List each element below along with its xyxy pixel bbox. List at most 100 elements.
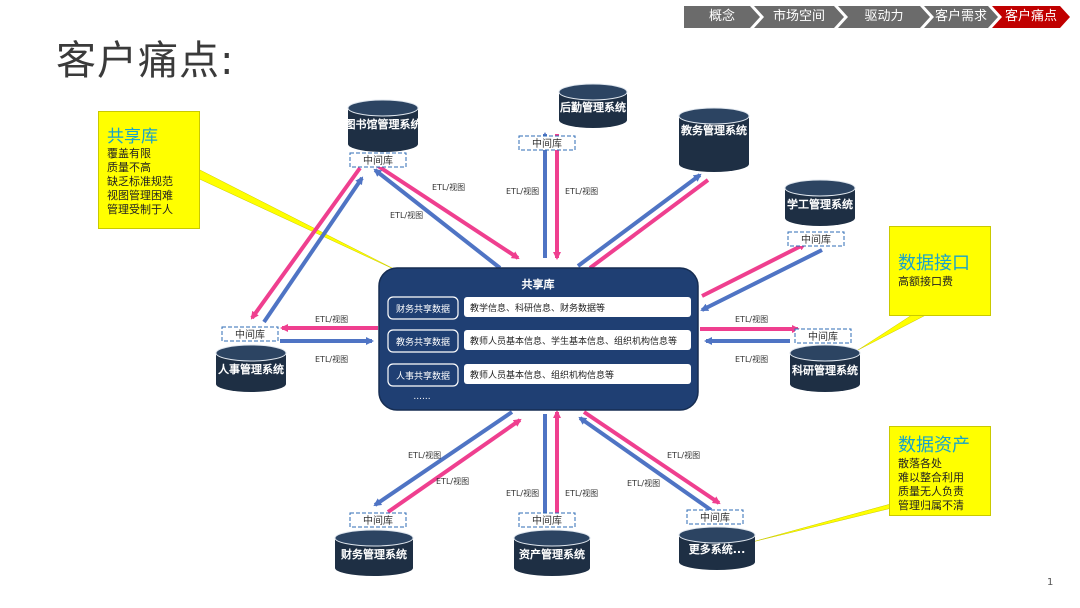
arrow-hr-to-library: [262, 176, 364, 324]
db-more-label: 更多系统...: [689, 542, 746, 556]
db-academic-label: 教务管理系统: [680, 123, 747, 137]
etl-label: ETL/视图: [506, 488, 539, 498]
middle-db-label: 中间库: [532, 137, 562, 150]
hub-row-finance-text: 教学信息、科研信息、财务数据等: [470, 302, 605, 314]
hub-row-hr-text: 教师人员基本信息、组织机构信息等: [470, 369, 614, 381]
middle-db-more: 中间库: [686, 509, 744, 525]
page-number: 1: [1047, 577, 1054, 588]
etl-label: ETL/视图: [506, 186, 539, 196]
arrow-finance-to-hub: [386, 418, 522, 514]
db-student-label: 学工管理系统: [787, 197, 853, 211]
middle-db-hr: 中间库: [221, 326, 279, 342]
db-more[interactable]: 更多系统...: [678, 526, 756, 570]
db-academic[interactable]: 教务管理系统: [678, 107, 750, 172]
middle-db-library: 中间库: [349, 152, 407, 168]
middle-db-label: 中间库: [532, 514, 562, 527]
middle-db-student: 中间库: [787, 231, 845, 247]
etl-label: ETL/视图: [432, 182, 465, 192]
middle-db-research: 中间库: [794, 328, 852, 344]
callout-data-assets: 数据资产 散落各处 难以整合利用 质量无人负责 管理归属不清: [889, 426, 991, 516]
middle-db-assets: 中间库: [518, 512, 576, 528]
db-logistics-label: 后勤管理系统: [560, 100, 626, 114]
hub-tag-academic: [387, 329, 459, 353]
callout-assets-line: 难以整合利用: [898, 471, 964, 484]
etl-label: ETL/视图: [408, 450, 441, 460]
arrow-library-to-hr: [250, 166, 362, 320]
breadcrumb-item-needs[interactable]: 客户需求: [924, 6, 998, 28]
arrow-hub-to-finance: [373, 410, 514, 507]
hub-title: 共享库: [522, 277, 555, 291]
etl-label: ETL/视图: [667, 450, 700, 460]
breadcrumb-item-concept[interactable]: 概念: [684, 6, 760, 28]
breadcrumb-item-driver[interactable]: 驱动力: [838, 6, 930, 28]
hub-row-academic-text: 教师人员基本信息、学生基本信息、组织机构信息等: [470, 335, 677, 347]
hub-row-hr: [464, 364, 691, 384]
db-hr-label: 人事管理系统: [218, 362, 284, 376]
middle-db-label: 中间库: [801, 233, 831, 246]
callout-assets-line: 质量无人负责: [898, 485, 964, 498]
etl-label: ETL/视图: [735, 314, 768, 324]
middle-db-label: 中间库: [700, 511, 730, 524]
middle-db-label: 中间库: [235, 328, 265, 341]
db-library[interactable]: 图书馆管理系统: [345, 99, 422, 152]
db-library-label: 图书馆管理系统: [345, 117, 422, 131]
hub-tag-academic-label: 教务共享数据: [396, 336, 450, 348]
arrow-library-to-hub: [376, 164, 520, 260]
etl-label: ETL/视图: [627, 478, 660, 488]
hub-more: ......: [413, 392, 430, 402]
db-finance-label: 财务管理系统: [340, 547, 407, 561]
etl-label: ETL/视图: [565, 186, 598, 196]
callout-shared-line: 管理受制于人: [107, 203, 173, 216]
callout-shared-line: 覆盖有限: [107, 147, 151, 160]
db-assets-label: 资产管理系统: [519, 547, 585, 561]
middle-db-label: 中间库: [363, 514, 393, 527]
callout-shared-line: 视图管理困难: [107, 189, 173, 202]
db-research[interactable]: 科研管理系统: [789, 344, 861, 392]
hub-tag-hr: [387, 363, 459, 387]
callout-pointer-shared: [179, 169, 401, 273]
callout-assets-line: 管理归属不清: [898, 499, 964, 512]
db-finance[interactable]: 财务管理系统: [334, 529, 414, 576]
etl-label: ETL/视图: [436, 476, 469, 486]
breadcrumb-item-pain-points[interactable]: 客户痛点: [992, 6, 1070, 28]
middle-db-finance: 中间库: [349, 512, 407, 528]
page-title: 客户痛点:: [56, 38, 235, 84]
callout-interface-line: 高额接口费: [898, 275, 953, 288]
etl-label: ETL/视图: [390, 210, 423, 220]
callout-assets-line: 散落各处: [898, 457, 942, 470]
hub-tag-finance: [387, 296, 459, 320]
etl-label: ETL/视图: [565, 488, 598, 498]
callout-data-interface: 数据接口 高额接口费: [889, 226, 991, 316]
arrow-hub-to-library: [373, 168, 502, 270]
middle-db-logistics: 中间库: [518, 135, 576, 151]
callout-interface-title: 数据接口: [898, 253, 970, 274]
hub-tag-finance-label: 财务共享数据: [396, 303, 450, 315]
breadcrumb: 概念 市场空间 驱动力 客户需求 客户痛点: [684, 6, 1064, 28]
arrow-hub-to-student: [701, 242, 807, 298]
callout-shared-db: 共享库 覆盖有限 质量不高 缺乏标准规范 视图管理困难 管理受制于人: [98, 111, 200, 229]
arrow-hub-to-more: [582, 410, 721, 505]
callout-shared-line: 质量不高: [107, 161, 151, 174]
callout-shared-title: 共享库: [107, 127, 158, 147]
db-assets[interactable]: 资产管理系统: [513, 529, 591, 576]
callout-assets-title: 数据资产: [898, 435, 970, 456]
arrow-more-to-hub: [578, 416, 713, 512]
shared-db-hub[interactable]: 共享库 财务共享数据 教学信息、科研信息、财务数据等 教务共享数据 教师人员基本…: [378, 267, 699, 411]
hub-tag-hr-label: 人事共享数据: [396, 370, 450, 382]
db-hr[interactable]: 人事管理系统: [215, 344, 287, 392]
hub-row-academic: [464, 330, 691, 350]
breadcrumb-item-market[interactable]: 市场空间: [754, 6, 844, 28]
arrow-hub-to-academic: [576, 173, 702, 268]
db-logistics[interactable]: 后勤管理系统: [558, 83, 628, 128]
etl-label: ETL/视图: [735, 354, 768, 364]
middle-db-label: 中间库: [808, 330, 838, 343]
callout-shared-line: 缺乏标准规范: [107, 175, 173, 188]
db-student[interactable]: 学工管理系统: [784, 179, 856, 226]
arrow-academic-line: [588, 178, 710, 270]
middle-db-label: 中间库: [363, 154, 393, 167]
hub-row-finance: [464, 297, 691, 317]
etl-label: ETL/视图: [315, 314, 348, 324]
etl-label: ETL/视图: [315, 354, 348, 364]
arrow-student-to-hub: [700, 248, 823, 312]
